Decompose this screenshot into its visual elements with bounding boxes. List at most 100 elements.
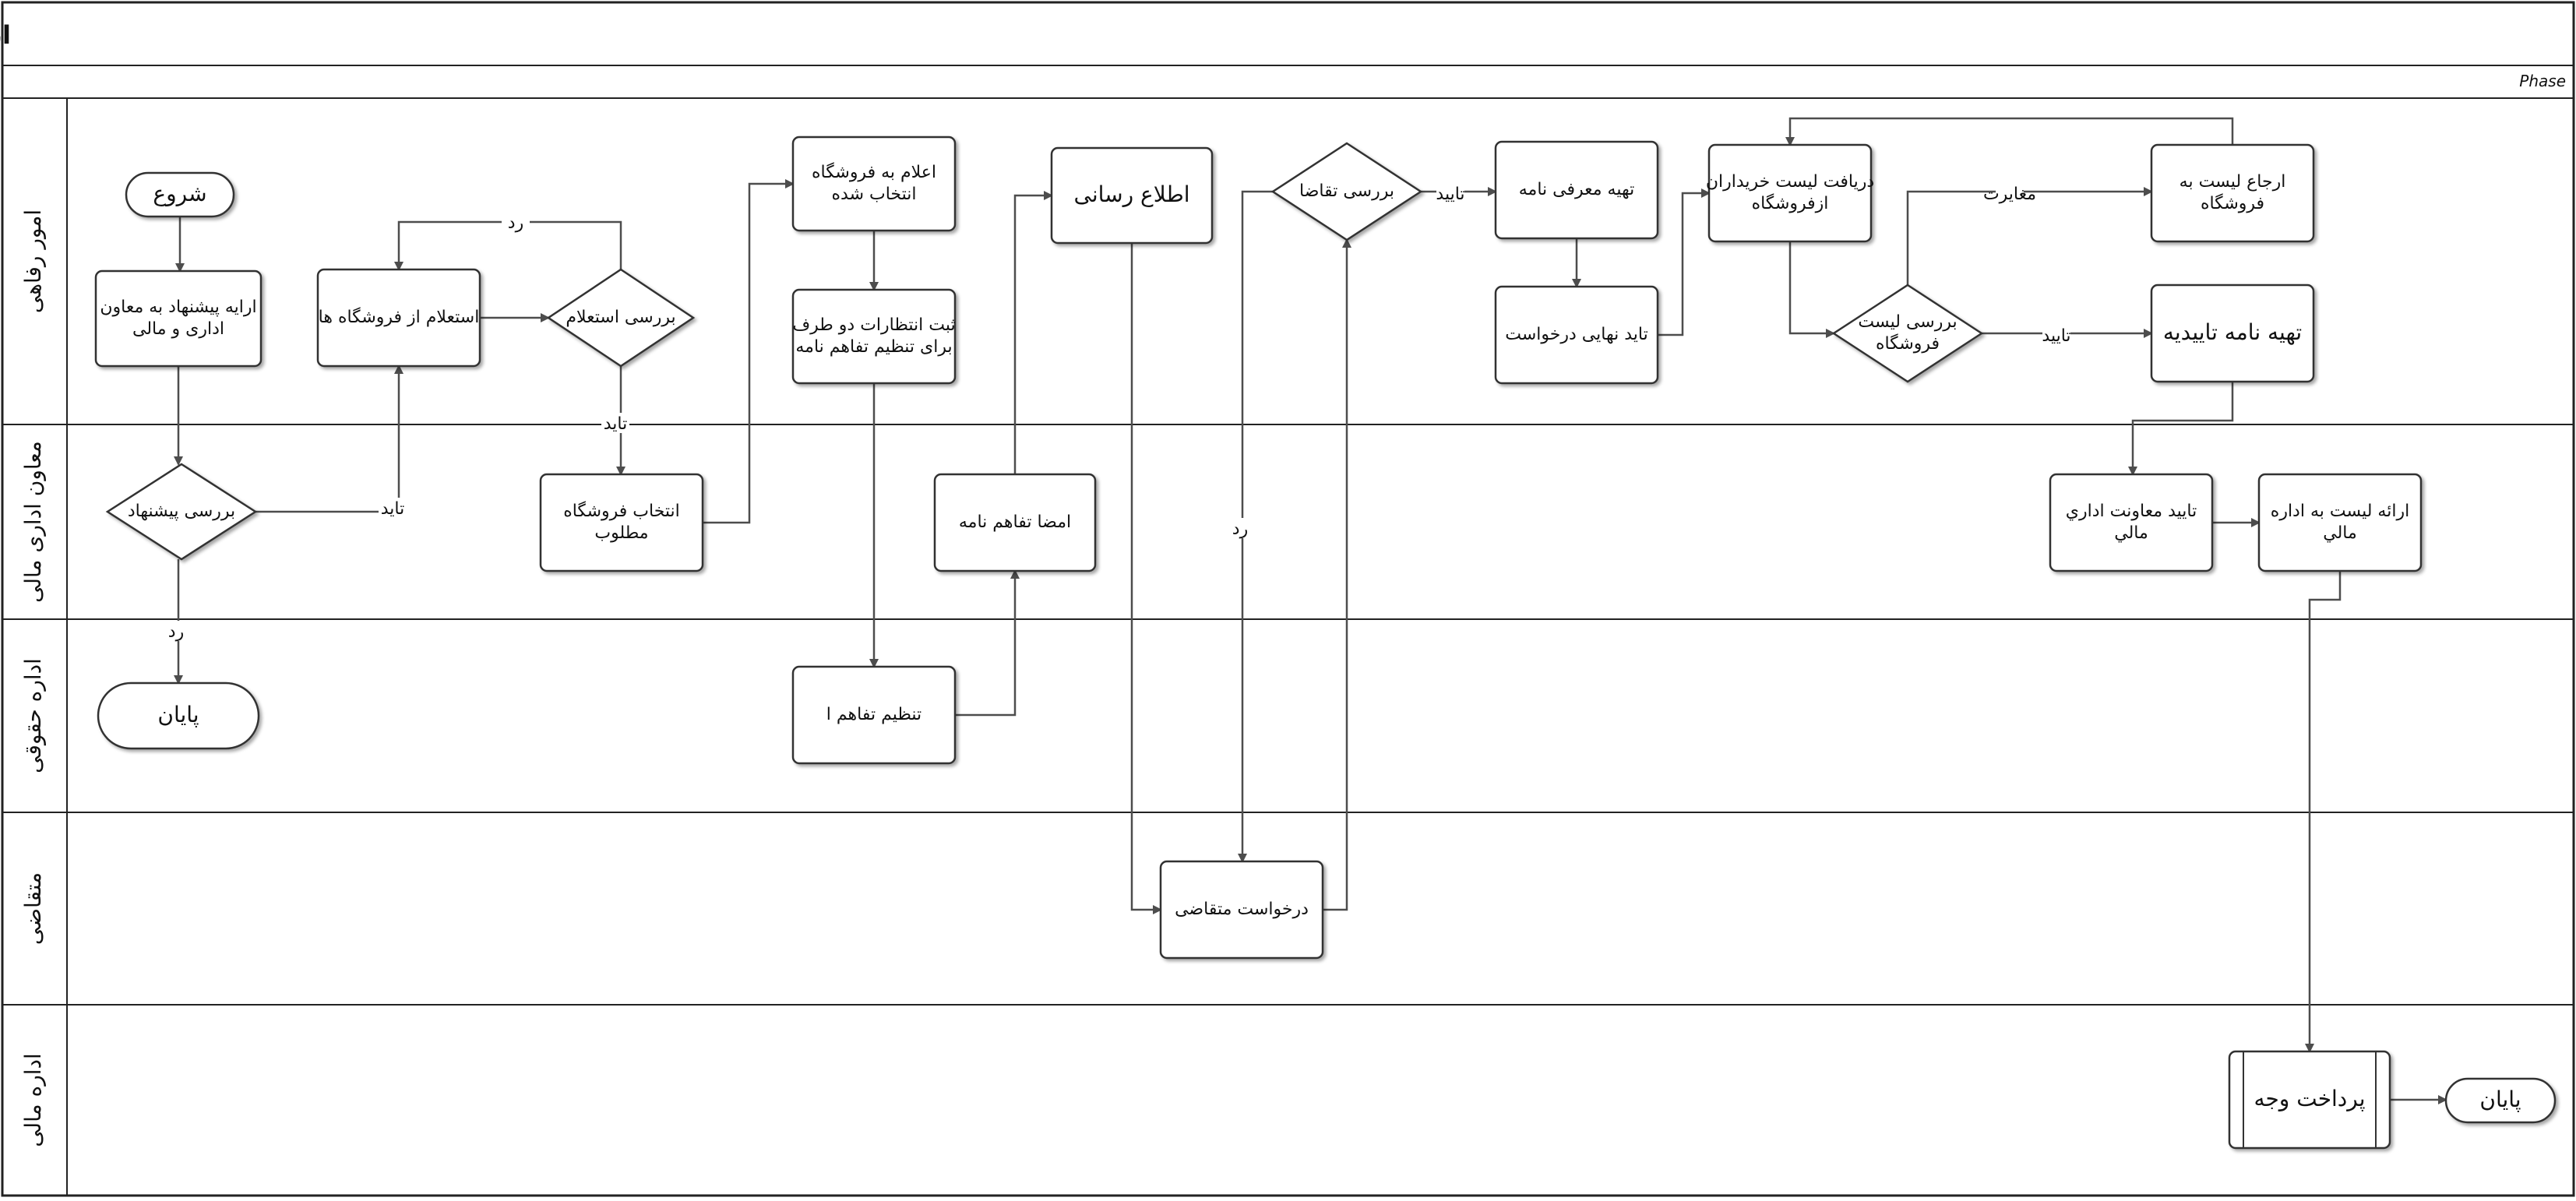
node-label: ازفروشگاه (1752, 193, 1829, 213)
node-n-emza[interactable]: امضا تفاهم نامه (933, 473, 1097, 572)
connector-line (1323, 238, 1351, 911)
connector-label-bg (502, 212, 530, 232)
process-shape (2257, 473, 2423, 572)
node-label: دریافت لیست خریداران (1706, 172, 1874, 192)
node-label: پایان (2479, 1087, 2521, 1112)
connector-d_barresi_taghaza-to-n_darkhast: رد (1226, 190, 1273, 863)
swimlane-motaghazi: متقاضی (2, 812, 2574, 945)
node-label: بررسی پیشنهاد (128, 502, 235, 521)
decision-shape (546, 268, 696, 368)
terminal-shape (2444, 1077, 2557, 1124)
node-label: پایان (157, 702, 199, 727)
diagram-title: انعقاد قرارداد با فروشگاه های صنفی---W.W… (0, 20, 11, 50)
node-start[interactable]: شروع (125, 171, 235, 218)
swimlane-label: اداره مالی (20, 1053, 46, 1147)
connector-label-bg (1226, 518, 1254, 538)
connector-n_etela-to-n_darkhast (1130, 243, 1162, 914)
connector-d_barresi_taghaza-to-n_tahie_moarefi: تایید (1421, 183, 1497, 204)
connector-label: مغایرت (1983, 185, 2036, 204)
connector-n_araee_list-to-n_pardakht (2305, 571, 2342, 1053)
swimlane-omoor: امور رفاهی (20, 210, 46, 313)
node-label: انتخاب شده (832, 185, 917, 204)
node-label: ارایه پیشنهاد به معاون (100, 298, 256, 317)
process-shape (539, 473, 704, 572)
connector-label: تایید (2042, 326, 2070, 346)
swimlane-label: اداره حقوقی (20, 658, 46, 773)
process-shape (94, 269, 263, 368)
process-shape (2049, 473, 2214, 572)
node-n-pardakht[interactable]: پرداخت وجه (2228, 1050, 2391, 1150)
connector-line (255, 365, 403, 513)
connector-line (1238, 190, 1273, 863)
connector-d_barresi_esteelam-to-n_entekhab: تاید (601, 366, 629, 476)
process-shape (1494, 140, 1659, 240)
node-n-esteelam[interactable]: استعلام از فروشگاه ها (316, 268, 481, 368)
node-n-tahie-taeedie[interactable]: تهیه نامه تاییدیه (2150, 284, 2315, 383)
connector-label-bg (162, 621, 190, 641)
connector-label: تاید (381, 499, 405, 519)
decision-shape (105, 463, 258, 561)
node-n-tahie-moarefi[interactable]: تهیه معرفی نامه (1494, 140, 1659, 240)
node-label: ارجاع لیست به (2180, 172, 2286, 192)
connector-label-bg (2042, 325, 2070, 345)
node-label: پرداخت وجه (2254, 1086, 2365, 1111)
process-shape (791, 665, 957, 765)
process-shape (1494, 285, 1659, 385)
node-label: ارائه لیست به اداره (2271, 502, 2409, 521)
node-d-barresi-esteelam[interactable]: بررسی استعلام (546, 268, 696, 368)
node-label: بررسی استعلام (566, 308, 675, 327)
node-n-tanzim[interactable]: تنظیم تفاهم ا (791, 665, 957, 765)
node-label: درخواست متقاضی (1175, 900, 1309, 919)
connector-d_barresi_list-to-n_erja: مغایرت (1906, 183, 2153, 285)
phase-label: Phase (2519, 72, 2566, 90)
connector-line (703, 179, 795, 524)
node-label: اطلاع رسانی (1073, 181, 1189, 207)
swimlane-label: متقاضی (20, 872, 46, 945)
node-label: تنظیم تفاهم ا (826, 705, 922, 724)
process-shape (1050, 146, 1214, 245)
connector-line (1906, 187, 2153, 285)
node-label: انتخاب فروشگاه (563, 501, 680, 521)
node-label: تاید نهایی درخواست (1505, 325, 1647, 344)
node-end1[interactable]: پایان (97, 682, 260, 750)
node-end2[interactable]: پایان (2444, 1077, 2557, 1124)
node-label: استعلام از فروشگاه ها (319, 307, 480, 327)
node-n-etela[interactable]: اطلاع رسانی (1050, 146, 1214, 245)
connector-d_barresi_pishnehad-to-n_esteelam: تاید (255, 365, 407, 519)
swimlane-hoghoghi: اداره حقوقی (2, 618, 2574, 773)
connector-n_daryaft-to-d_barresi_list (1788, 241, 1835, 338)
process-shape (2150, 284, 2315, 383)
connector-n_tanzim-to-n_emza (955, 569, 1020, 717)
connector-label: رد (1232, 519, 1248, 539)
connector-line (1013, 191, 1053, 474)
node-d-barresi-pishnehad[interactable]: بررسی پیشنهاد (105, 463, 258, 561)
node-label: ثبت انتظارات دو طرف (792, 315, 955, 335)
terminal-shape (97, 682, 260, 750)
process-shape (791, 288, 957, 385)
process-shape (2150, 143, 2315, 243)
node-label: برای تنظیم تفاهم نامه (795, 337, 952, 357)
connector-label-bg (379, 498, 407, 518)
node-n-darkhast[interactable]: درخواست متقاضی (1159, 860, 1324, 960)
node-label: بررسی تقاضا (1299, 181, 1394, 201)
swimlane-label: امور رفاهی (20, 210, 46, 313)
node-label: امضا تفاهم نامه (959, 512, 1071, 532)
connector-line (1658, 188, 1711, 336)
node-d-barresi-taghaza[interactable]: بررسی تقاضا (1270, 142, 1423, 241)
node-n-taeed-nahaei[interactable]: تاید نهایی درخواست (1494, 285, 1659, 385)
connector-line (2305, 571, 2342, 1053)
connector-d_barresi_pishnehad-to-end1: رد (162, 559, 190, 685)
node-label: فروشگاه (1876, 333, 1940, 354)
